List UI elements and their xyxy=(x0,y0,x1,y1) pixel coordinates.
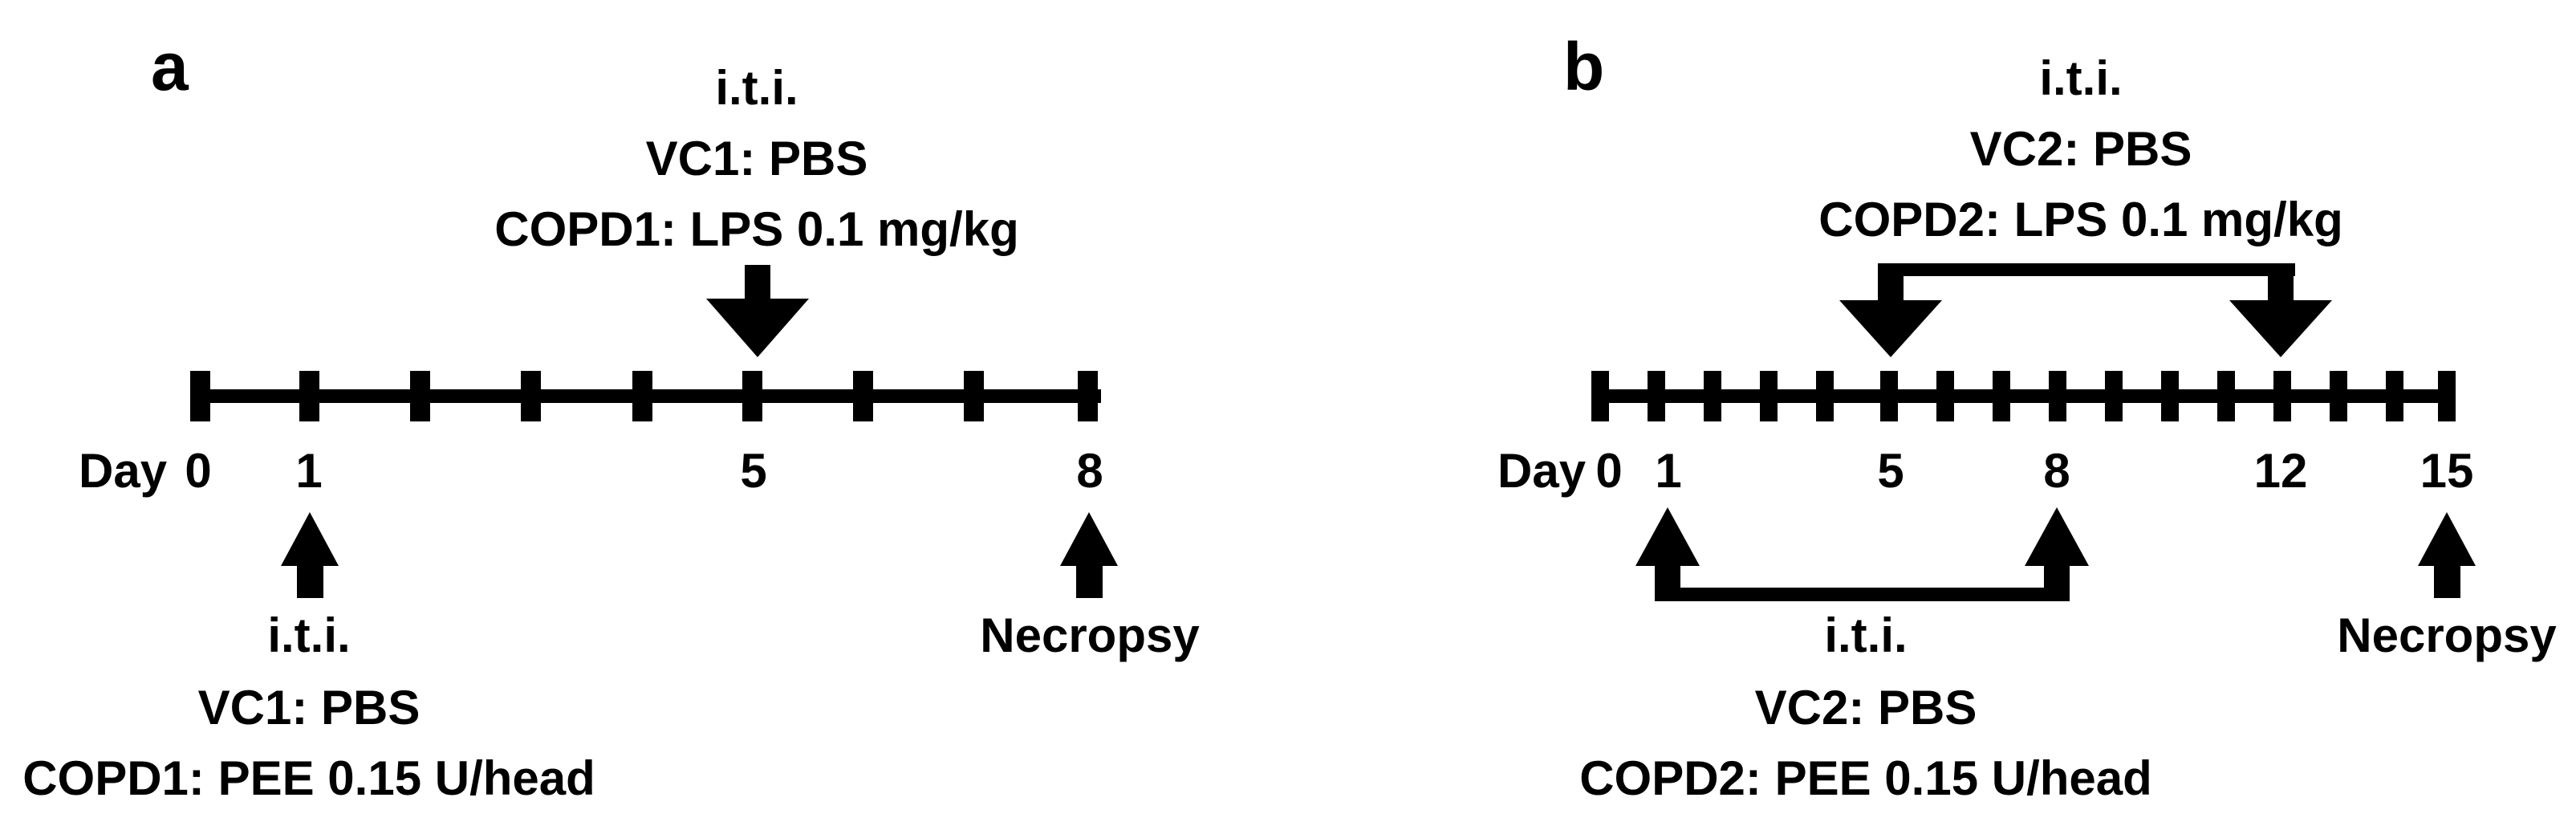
panel-b-tick xyxy=(2273,371,2291,421)
panel-b-letter: b xyxy=(1563,29,1604,104)
panel-a-tick xyxy=(853,371,873,421)
panel-a-tick xyxy=(632,371,652,421)
panel-b-tick xyxy=(1704,371,1721,421)
panel-b-tick xyxy=(1880,371,1898,421)
panel-a-tick xyxy=(190,371,210,421)
panel-a-pee-arrow xyxy=(281,512,339,598)
panel-a-tick xyxy=(742,371,762,421)
panel-b-top-treatment: COPD2: LPS 0.1 mg/kg xyxy=(1818,193,2343,246)
panel-a-tick xyxy=(1078,371,1098,421)
panel-a-bottom-treatment: COPD1: PEE 0.15 U/head xyxy=(22,751,595,805)
panel-a: a i.t.i. VC1: PBS COPD1: LPS 0.1 mg/kg D… xyxy=(22,29,1200,805)
panel-a-tick-label-0: 0 xyxy=(185,444,211,498)
panel-b-bottom-vehicle: VC2: PBS xyxy=(1755,681,1977,735)
panel-a-bottom-vehicle: VC1: PBS xyxy=(198,681,421,735)
panel-b-tick-label-1: 1 xyxy=(1655,444,1681,498)
panel-b-tick xyxy=(1591,371,1609,421)
panel-a-timeline xyxy=(190,371,1101,421)
panel-b-top-route: i.t.i. xyxy=(2039,51,2122,105)
panel-b-tick xyxy=(1648,371,1665,421)
panel-a-tick xyxy=(410,371,430,421)
panel-a-day-label: Day xyxy=(79,444,168,498)
panel-b-tick xyxy=(1816,371,1834,421)
panel-a-necropsy-label: Necropsy xyxy=(980,608,1200,662)
panel-b-tick xyxy=(2330,371,2347,421)
panel-b-pee-bracket-arrows xyxy=(1635,507,2089,601)
panel-b-necropsy-label: Necropsy xyxy=(2337,608,2557,662)
panel-b-tick xyxy=(2105,371,2123,421)
panel-b-tick xyxy=(1993,371,2010,421)
panel-b-tick xyxy=(2438,371,2456,421)
panel-b-bottom-route: i.t.i. xyxy=(1824,608,1907,662)
panel-b-tick xyxy=(2386,371,2403,421)
panel-b-tick xyxy=(2049,371,2066,421)
panel-a-top-treatment: COPD1: LPS 0.1 mg/kg xyxy=(494,202,1019,256)
panel-b-tick xyxy=(2217,371,2235,421)
panel-a-tick xyxy=(964,371,984,421)
panel-b-bottom-treatment: COPD2: PEE 0.15 U/head xyxy=(1579,751,2152,805)
panel-b-day-label: Day xyxy=(1497,444,1587,498)
panel-a-top-route: i.t.i. xyxy=(715,61,798,115)
panel-b-tick-label-8: 8 xyxy=(2043,444,2070,498)
panel-b-tick xyxy=(1760,371,1778,421)
panel-b-tick-label-0: 0 xyxy=(1595,444,1622,498)
panel-b-necropsy-arrow xyxy=(2418,512,2476,598)
panel-a-necropsy-arrow xyxy=(1060,512,1118,598)
panel-a-lps-arrow xyxy=(706,265,809,357)
panel-a-bottom-route: i.t.i. xyxy=(267,608,350,662)
panel-b-top-vehicle: VC2: PBS xyxy=(1970,122,2192,176)
panel-b: b i.t.i. VC2: PBS COPD2: LPS 0.1 mg/kg xyxy=(1497,29,2557,805)
panel-a-tick xyxy=(299,371,319,421)
panel-a-letter: a xyxy=(151,29,189,104)
panel-b-tick xyxy=(2161,371,2179,421)
panel-b-lps-bracket-arrows xyxy=(1839,263,2332,357)
panel-b-tick xyxy=(1936,371,1954,421)
panel-a-tick xyxy=(521,371,541,421)
panel-b-tick-label-5: 5 xyxy=(1877,444,1904,498)
panel-b-tick-label-12: 12 xyxy=(2254,444,2308,498)
panel-a-top-vehicle: VC1: PBS xyxy=(646,132,868,185)
panel-b-timeline xyxy=(1591,371,2456,421)
panel-a-tick-label-5: 5 xyxy=(740,444,766,498)
panel-a-tick-label-1: 1 xyxy=(295,444,322,498)
panel-b-tick-label-15: 15 xyxy=(2420,444,2474,498)
panel-a-tick-label-8: 8 xyxy=(1076,444,1103,498)
panel-b-axis-line xyxy=(1591,389,2454,403)
